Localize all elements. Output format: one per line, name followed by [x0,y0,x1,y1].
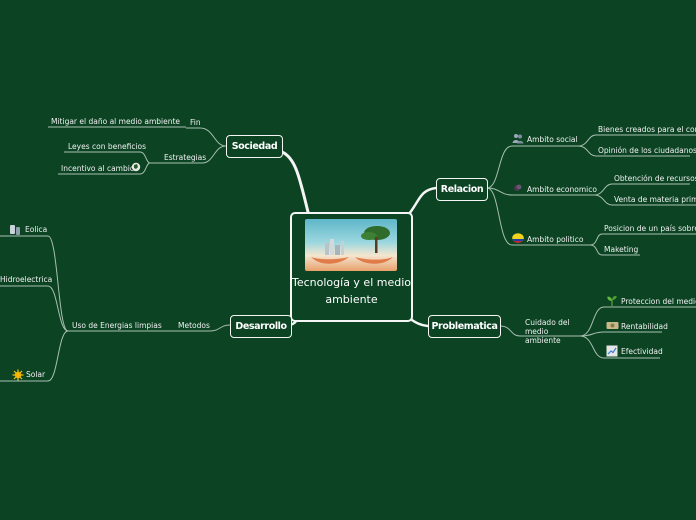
connector-relacion-social [486,145,513,189]
subtopic-estrategias[interactable]: Estrategias [164,153,207,162]
sun-icon [12,369,24,384]
plant-icon [606,295,618,310]
connector-sociedad-estrategias [201,145,227,164]
connector-politico-maketing [589,244,603,256]
subtopic-ambito-economico[interactable]: Ambito economico [527,185,597,194]
subtopic-recursos[interactable]: Obtención de recursos [614,174,696,183]
connector-economico-recursos [593,183,613,196]
connector-economico-venta [593,194,613,206]
connector-cuidado-efectividad [579,335,605,359]
connector-relacion-politico [486,187,513,246]
subtopic-posicion[interactable]: Posicion de un país sobre otr [604,224,696,233]
topic-sociedad[interactable]: Sociedad [226,135,283,158]
globe-recycle-icon [131,162,141,175]
topic-desarrollo[interactable]: Desarrollo [230,315,292,338]
subtopic-uso-energias[interactable]: Uso de Energias limpias [72,321,162,330]
connector-social-bienes [577,134,597,147]
people-icon [512,133,524,147]
connector-cuidado-proteccion [579,306,605,337]
subtopic-leyes[interactable]: Leyes con beneficios [68,142,147,151]
subtopic-solar[interactable]: Solar [26,370,46,379]
subtopic-metodos[interactable]: Metodos [178,321,210,330]
connector-center-sociedad [280,150,310,214]
subtopic-cuidado[interactable]: Cuidado del medio ambiente [525,318,570,345]
subtopic-ambito-politico[interactable]: Ambito politico [527,235,584,244]
connector-relacion-economico [486,187,513,196]
topic-problematica[interactable]: Problematica [428,315,501,338]
central-topic-title: Tecnología y el medio ambiente [292,276,412,306]
subtopic-mitigar[interactable]: Mitigar el daño al medio ambiente [51,117,181,126]
subtopic-venta[interactable]: Venta de materia prima [614,195,696,204]
connector-estrategias-incentivo [139,162,151,175]
connector-center-relacion [407,186,438,216]
connector-problematica-cuidado [499,325,521,337]
hands-holding-tree-and-city-image [305,219,397,271]
subtopic-efectividad[interactable]: Efectividad [621,347,663,356]
coins-icon [513,183,523,196]
subtopic-proteccion[interactable]: Proteccion del medio a [621,297,696,306]
wind-turbine-icon [9,224,22,239]
connector-social-opinion [577,145,597,157]
connector-desarrollo-metodos [209,324,231,332]
connector-cuidado-rentabilidad [579,331,605,337]
chart-icon [606,345,618,360]
subtopic-bienes[interactable]: Bienes creados para el consum [598,125,696,134]
connector-estrategias-leyes [139,151,151,164]
subtopic-incentivo[interactable]: Incentivo al cambio [61,164,135,173]
subtopic-fin[interactable]: Fin [190,118,201,127]
connector-uso-solar [47,330,69,382]
subtopic-opinion[interactable]: Opinión de los ciudadanos [598,146,696,155]
subtopic-ambito-social[interactable]: Ambito social [527,135,578,144]
subtopic-hidroelectrica[interactable]: Hidroelectrica [0,275,53,284]
connector-sociedad-fin [199,127,227,147]
topic-relacion[interactable]: Relacion [436,178,488,201]
connector-politico-posicion [589,233,603,246]
central-topic[interactable]: Tecnología y el medio ambiente [290,212,413,322]
subtopic-maketing[interactable]: Maketing [604,245,639,254]
money-icon [606,321,619,333]
subtopic-eolica[interactable]: Eolica [25,225,48,234]
subtopic-rentabilidad[interactable]: Rentabilidad [621,322,668,331]
colombia-flag-icon [512,233,524,246]
connector-uso-hidro [47,285,69,332]
connector-uso-eolica [47,235,69,332]
